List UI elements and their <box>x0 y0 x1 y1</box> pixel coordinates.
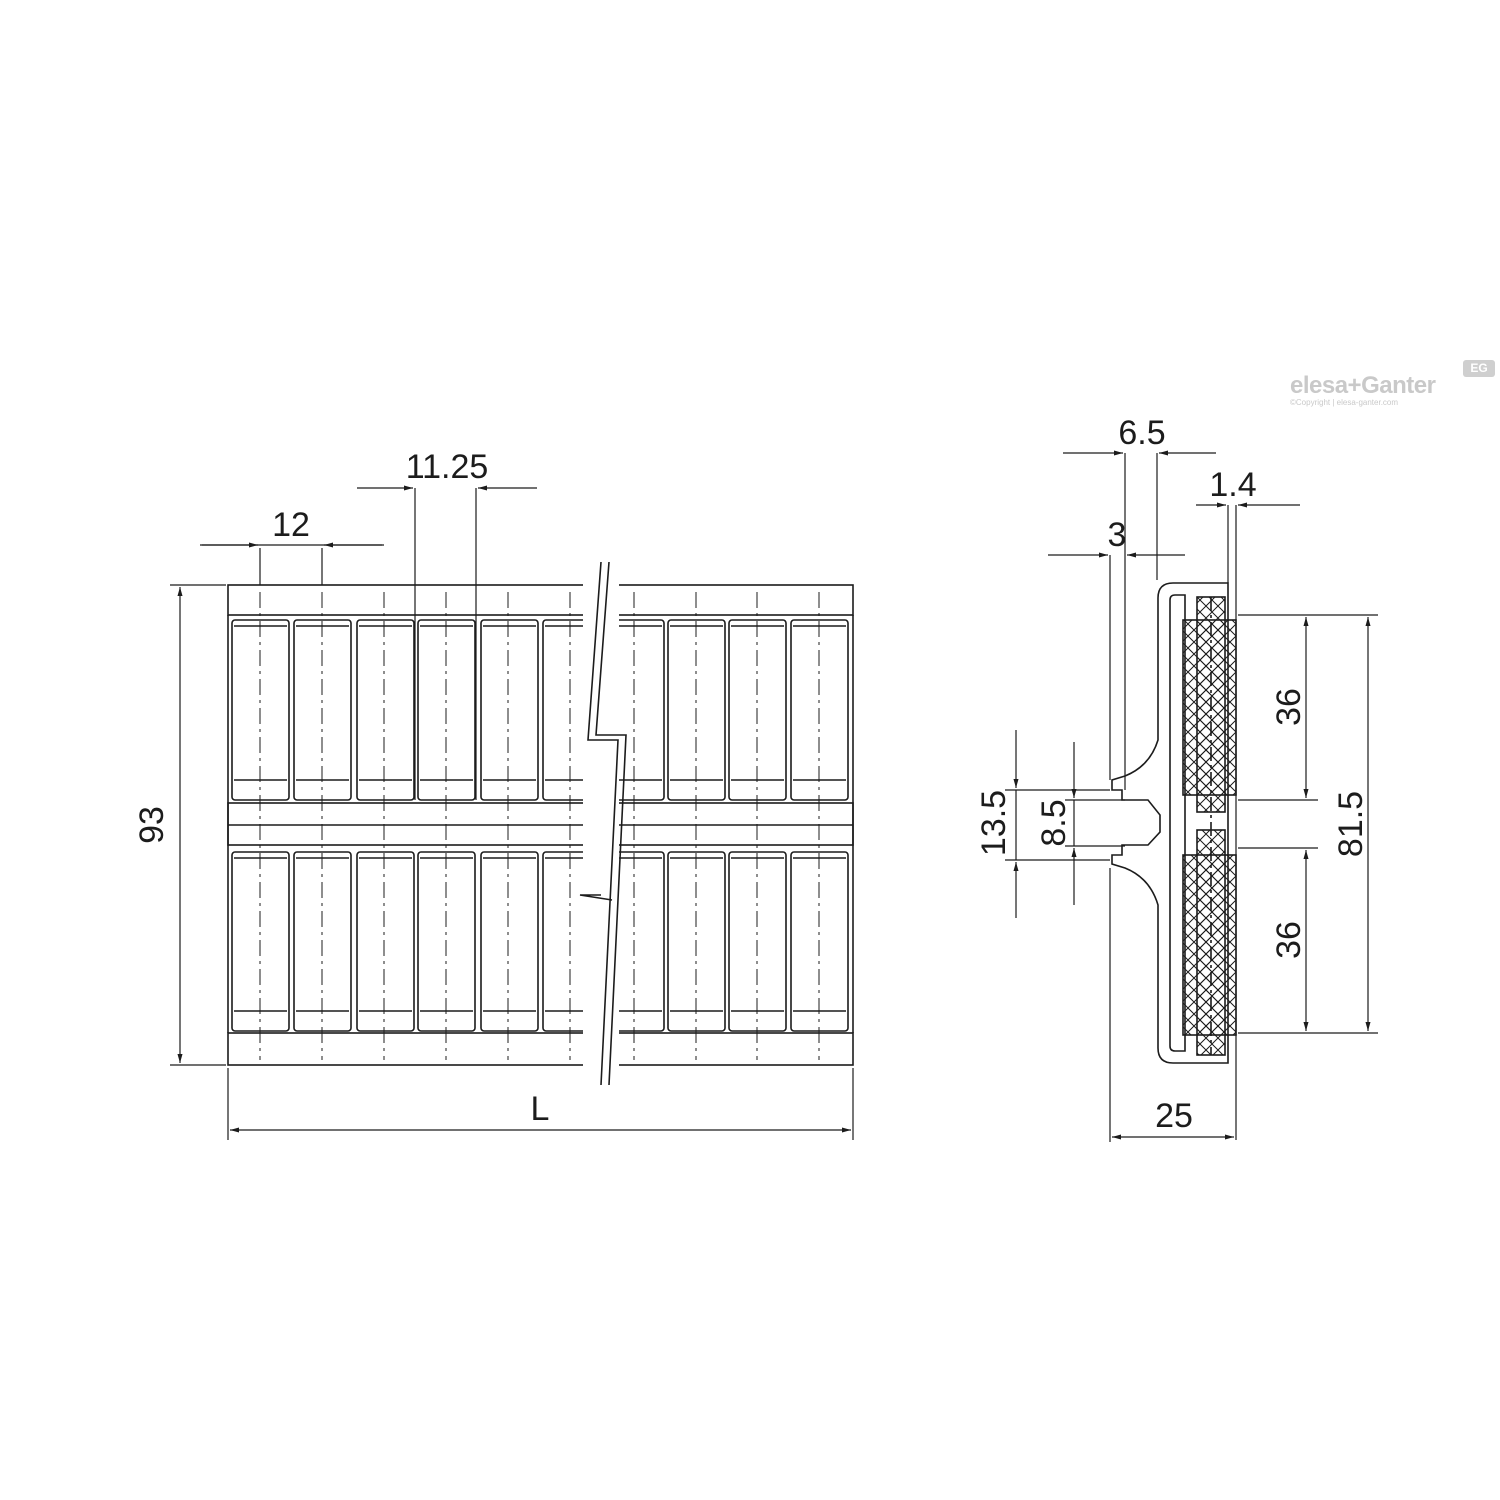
brand-logo: elesa+Ganter ©Copyright | elesa-ganter.c… <box>1290 372 1490 422</box>
roller <box>480 851 539 1032</box>
side-view-section <box>1111 582 1237 1064</box>
front-view-dimensions <box>170 485 854 1140</box>
break-line <box>587 561 619 1086</box>
dim-width: 25 <box>1155 1097 1193 1135</box>
front-middle-rail <box>227 802 854 846</box>
dim-upper-roller: 36 <box>1270 688 1308 726</box>
dim-length: L <box>531 1090 550 1128</box>
brand-copyright: ©Copyright | elesa-ganter.com <box>1290 398 1399 407</box>
dim-offset-a: 6.5 <box>1118 414 1165 452</box>
dim-offset-b: 3 <box>1108 516 1127 554</box>
dim-total-height: 81.5 <box>1332 791 1370 857</box>
roller <box>480 619 539 801</box>
dim-spacing: 11.25 <box>406 448 489 486</box>
side-view-dimensions <box>1005 450 1378 1142</box>
front-view <box>227 560 854 1090</box>
roller <box>356 851 415 1032</box>
roller <box>356 619 415 801</box>
brand-badge: EG <box>1463 360 1495 377</box>
front-bottom-rail <box>227 1032 854 1066</box>
dim-clip-outer: 13.5 <box>975 790 1013 856</box>
dim-lower-roller: 36 <box>1270 921 1308 959</box>
dim-height: 93 <box>133 806 171 844</box>
dim-thickness: 1.4 <box>1209 466 1256 504</box>
brand-logo-text: elesa+Ganter <box>1290 372 1436 399</box>
dim-pitch: 12 <box>272 506 310 544</box>
front-top-rail <box>227 584 854 616</box>
dim-clip-inner: 8.5 <box>1035 799 1073 846</box>
